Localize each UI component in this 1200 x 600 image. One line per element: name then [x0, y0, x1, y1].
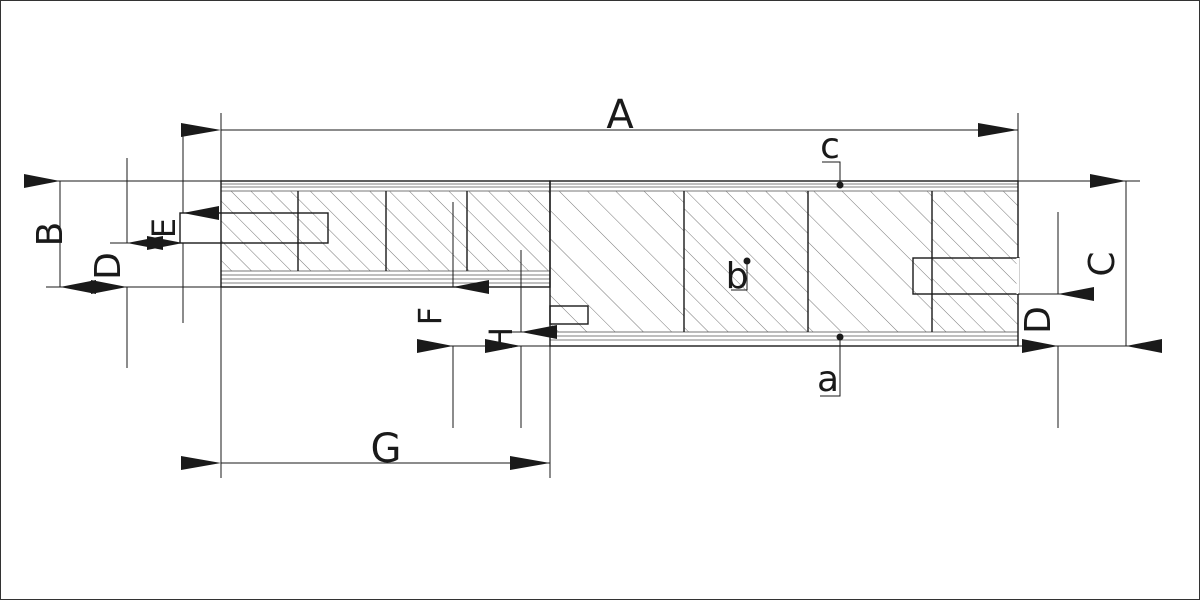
label-B: B: [30, 222, 71, 247]
dimension-B: [23, 174, 221, 294]
left-panel: [179, 180, 551, 288]
dimension-A: [181, 113, 1019, 181]
label-D-right: D: [1018, 306, 1059, 334]
dimension-H: [485, 250, 557, 428]
marker-c: [822, 161, 844, 189]
label-a: a: [817, 359, 839, 400]
label-F: F: [411, 307, 449, 325]
label-b: b: [726, 256, 749, 297]
label-A: A: [606, 92, 634, 138]
dimension-G: [181, 287, 551, 478]
label-E: E: [145, 218, 183, 238]
label-H: H: [482, 327, 520, 351]
right-panel: [549, 180, 1020, 347]
label-G: G: [371, 426, 402, 472]
marker-b: [731, 257, 751, 291]
label-D-left: D: [88, 252, 129, 280]
label-C: C: [1082, 251, 1123, 276]
dimension-D-right: [1018, 212, 1094, 428]
marker-a: [820, 333, 844, 397]
label-c: c: [820, 126, 840, 167]
